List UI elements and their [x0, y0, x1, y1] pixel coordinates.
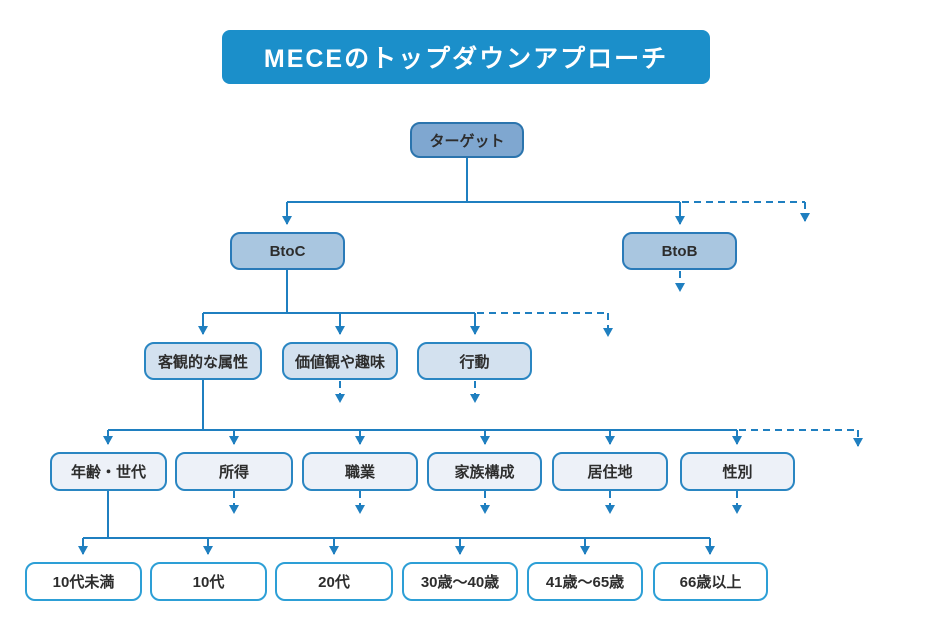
page-title: MECEのトップダウンアプローチ: [222, 30, 710, 84]
node-66-plus: 66歳以上: [653, 562, 768, 601]
dashed-connectors: [229, 201, 863, 514]
node-41-65: 41歳〜65歳: [527, 562, 643, 601]
node-family-structure: 家族構成: [427, 452, 542, 491]
node-residence: 居住地: [552, 452, 668, 491]
node-values-hobbies: 価値観や趣味: [282, 342, 398, 380]
node-age-generation: 年齢・世代: [50, 452, 167, 491]
solid-connectors: [78, 158, 742, 555]
node-gender: 性別: [680, 452, 795, 491]
node-occupation: 職業: [302, 452, 418, 491]
node-under-10s: 10代未満: [25, 562, 142, 601]
node-20s: 20代: [275, 562, 393, 601]
node-target: ターゲット: [410, 122, 524, 158]
node-income: 所得: [175, 452, 293, 491]
node-btoc: BtoC: [230, 232, 345, 270]
node-objective-attributes: 客観的な属性: [144, 342, 262, 380]
node-10s: 10代: [150, 562, 267, 601]
node-btob: BtoB: [622, 232, 737, 270]
node-30-40: 30歳〜40歳: [402, 562, 518, 601]
node-behavior: 行動: [417, 342, 532, 380]
